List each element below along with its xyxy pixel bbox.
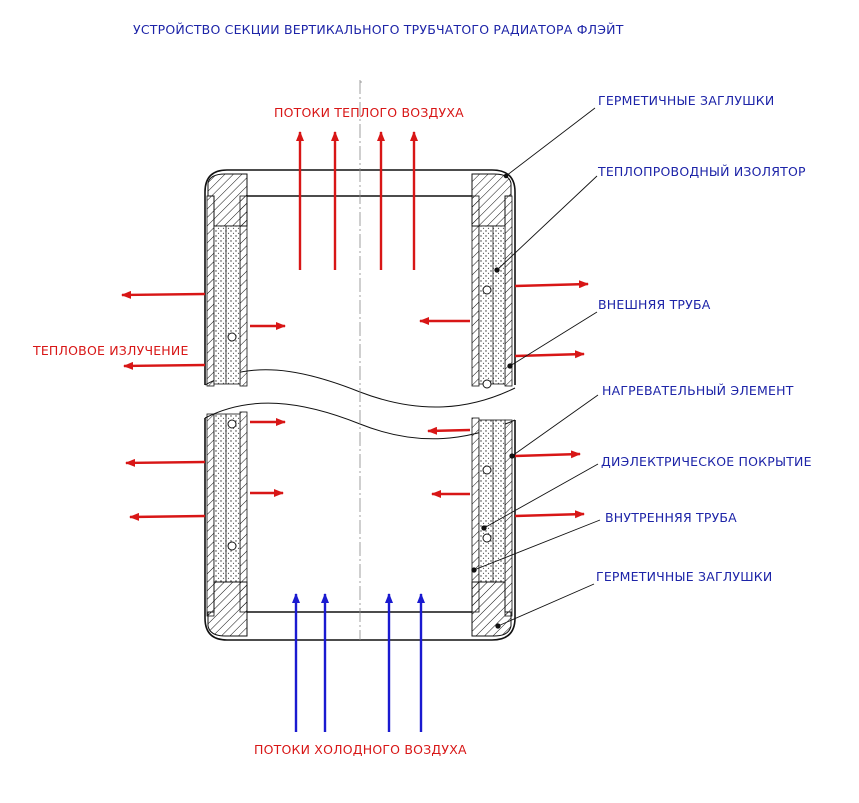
leader-lines xyxy=(471,107,601,629)
warm-air-arrows xyxy=(296,131,418,270)
radiation-arrows xyxy=(121,280,589,521)
radiation-right-1 xyxy=(514,280,589,289)
callout-outer-tube: ВНЕШНЯЯ ТРУБА xyxy=(598,297,711,312)
radiation-label: ТЕПЛОВОЕ ИЗЛУЧЕНИЕ xyxy=(33,343,189,358)
radiation-left-3 xyxy=(125,458,206,467)
radiation-left-2 xyxy=(123,361,206,370)
radiation-left-4 xyxy=(129,512,206,521)
callout-seals-bottom: ГЕРМЕТИЧНЫЕ ЗАГЛУШКИ xyxy=(596,569,773,584)
callout-inner-tube: ВНУТРЕННЯЯ ТРУБА xyxy=(605,510,737,525)
inner-right-2 xyxy=(427,426,471,435)
radiation-left-1 xyxy=(121,290,206,299)
radiation-right-4 xyxy=(514,510,585,519)
right-wall xyxy=(471,173,513,637)
left-wall xyxy=(206,173,248,637)
outer-frame xyxy=(204,169,516,641)
callout-insulator: ТЕПЛОПРОВОДНЫЙ ИЗОЛЯТОР xyxy=(598,164,806,179)
cold-air-label: ПОТОКИ ХОЛОДНОГО ВОЗДУХА xyxy=(254,742,467,757)
diagram-title: УСТРОЙСТВО СЕКЦИИ ВЕРТИКАЛЬНОГО ТРУБЧАТО… xyxy=(133,22,624,37)
callout-dielectric: ДИЭЛЕКТРИЧЕСКОЕ ПОКРЫТИЕ xyxy=(601,454,812,469)
cold-air-arrows xyxy=(292,593,425,732)
callout-seals-top: ГЕРМЕТИЧНЫЕ ЗАГЛУШКИ xyxy=(598,93,775,108)
radiation-right-3 xyxy=(514,450,581,459)
callout-heating-element: НАГРЕВАТЕЛЬНЫЙ ЭЛЕМЕНТ xyxy=(602,383,794,398)
warm-air-label: ПОТОКИ ТЕПЛОГО ВОЗДУХА xyxy=(274,105,464,120)
radiation-right-2 xyxy=(514,350,585,359)
